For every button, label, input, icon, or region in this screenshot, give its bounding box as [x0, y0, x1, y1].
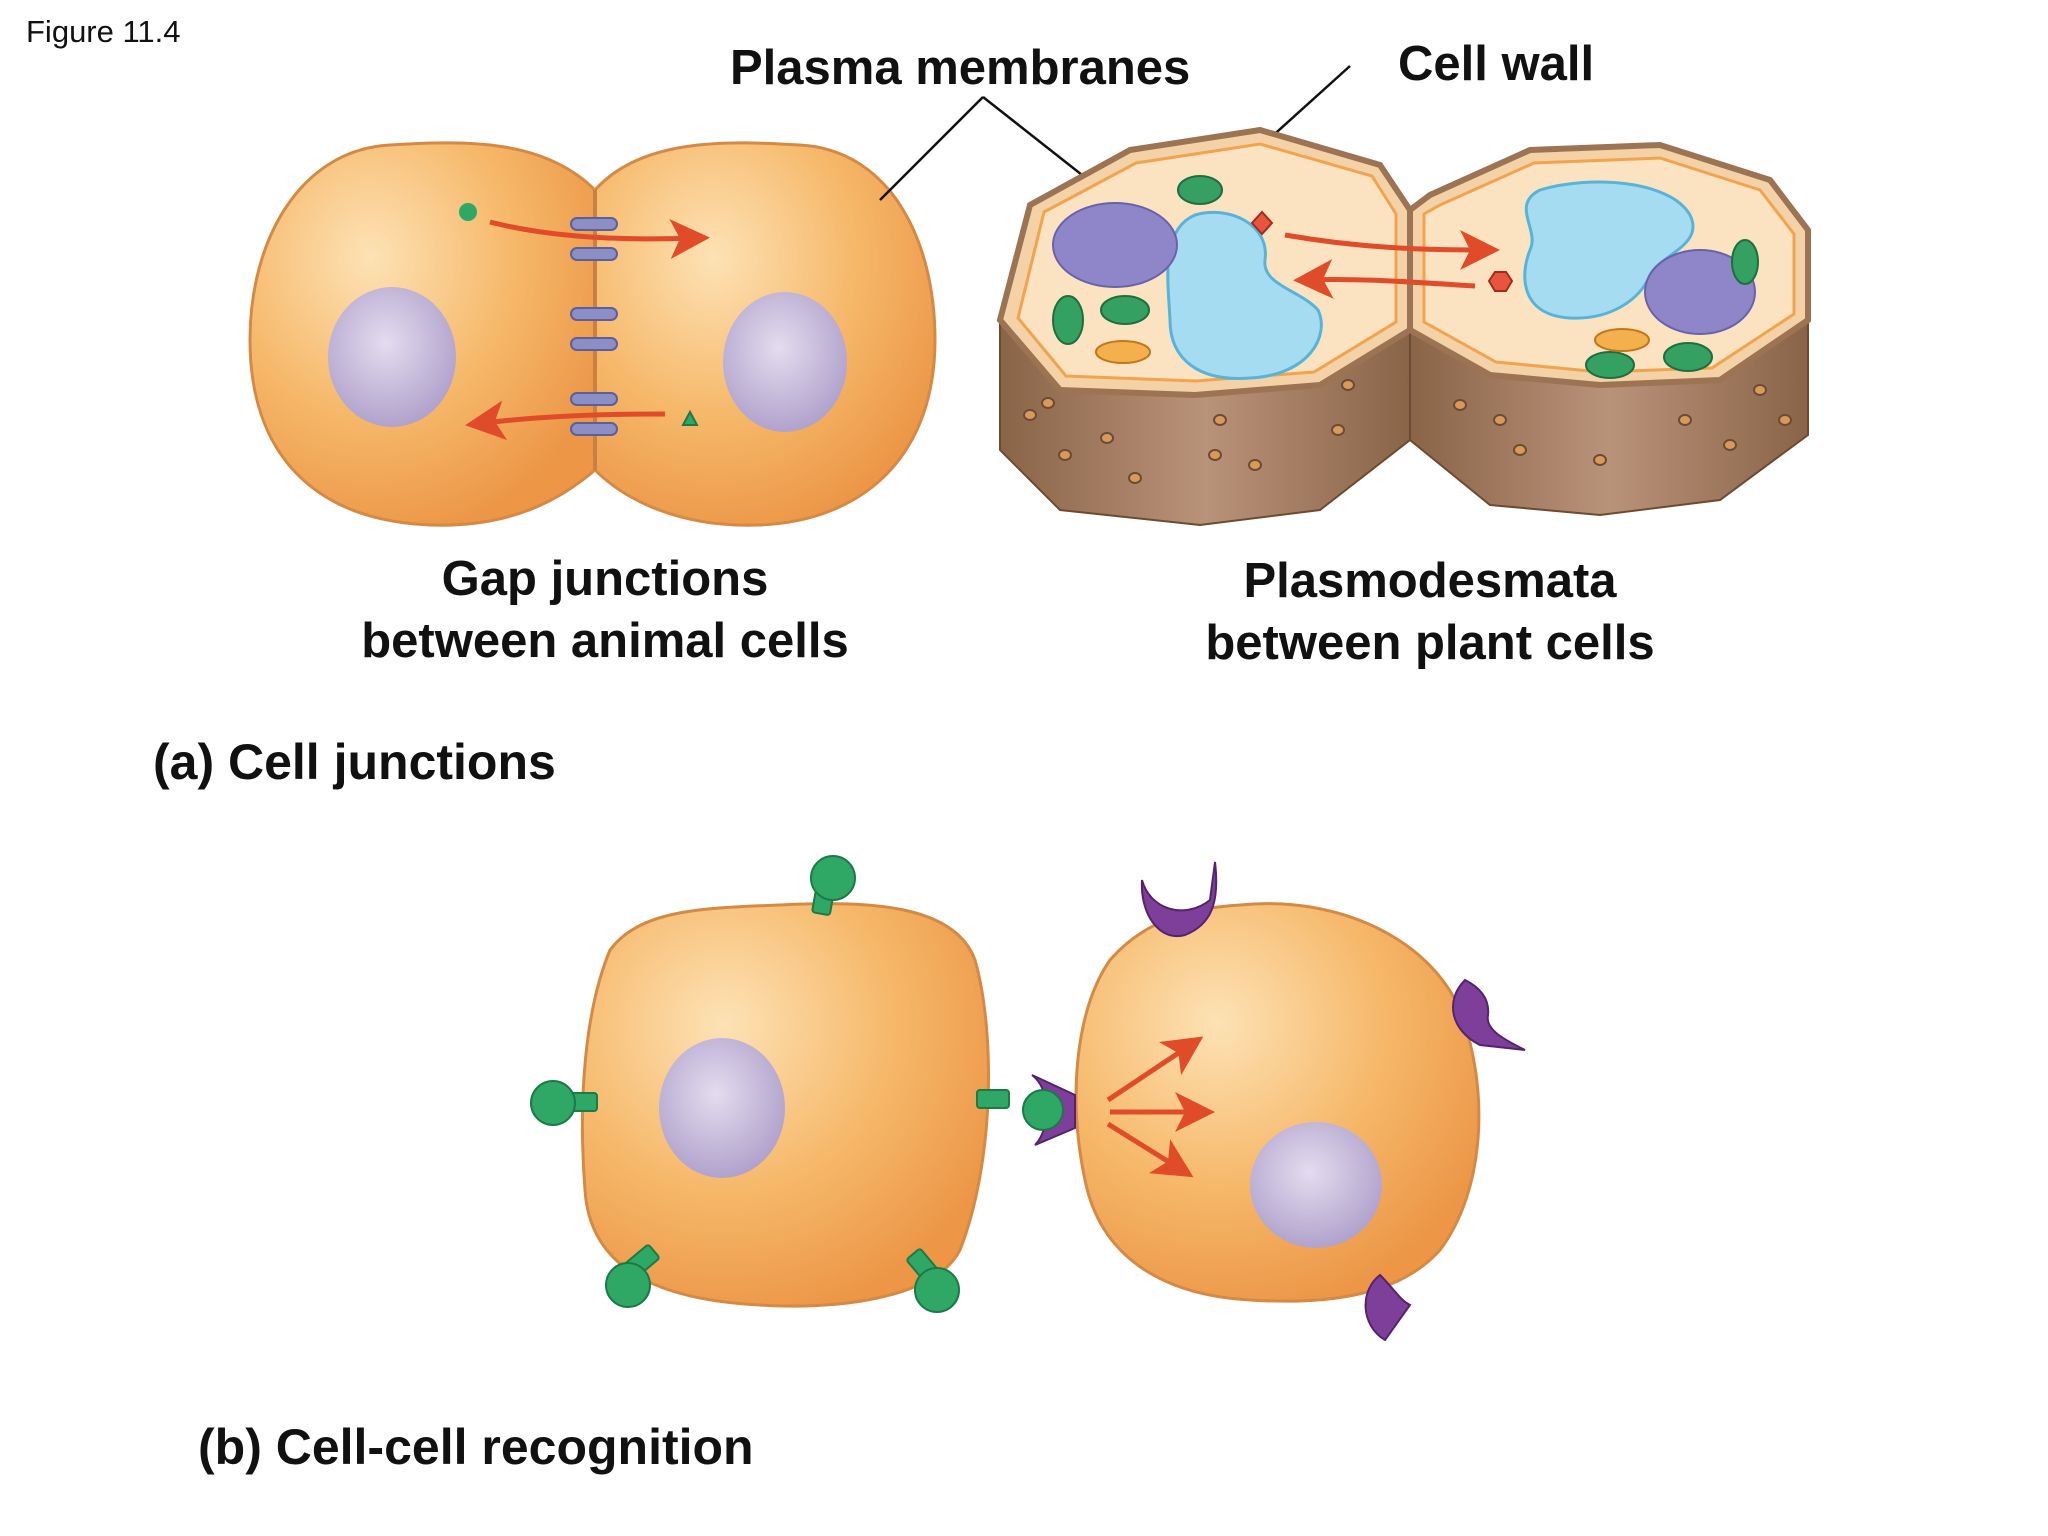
bound-marker-icon	[1022, 1089, 1064, 1131]
chloroplast-icon	[1663, 342, 1713, 372]
plasmodesmata-caption: Plasmodesmata between plant cells	[1150, 550, 1710, 674]
caption-line: Gap junctions	[441, 552, 769, 606]
plant-cell-pair	[996, 126, 1811, 527]
surface-marker-icon	[906, 1248, 960, 1313]
surface-receptor-icon	[1364, 1273, 1412, 1342]
pointer-line-membrane-animal	[879, 96, 984, 201]
surface-marker-icon	[976, 1089, 1010, 1109]
nucleus-left	[328, 287, 456, 427]
cell-wall-callout: Cell wall	[1398, 37, 1595, 91]
surface-markers	[530, 855, 1010, 1313]
section-b-title: (b) Cell-cell recognition	[198, 1419, 754, 1475]
plant-nucleus-left	[1052, 202, 1178, 288]
transfer-arrow-right	[489, 219, 710, 259]
surface-receptor-icon	[1140, 861, 1218, 938]
caption-line: Plasmodesmata	[1243, 554, 1617, 608]
transfer-arrow-left	[465, 400, 666, 441]
signal-arrows	[1106, 1036, 1215, 1178]
surface-receptor-icon	[1452, 978, 1526, 1051]
chloroplast-icon	[1052, 295, 1084, 345]
mitochondria	[1095, 328, 1650, 364]
gap-junction-channel	[570, 392, 618, 406]
vacuole-right	[1523, 180, 1695, 320]
nucleus-right	[723, 292, 847, 432]
chloroplast-icon	[1731, 239, 1759, 285]
mitochondrion-icon	[1095, 340, 1151, 364]
gap-junction-channels	[570, 217, 618, 436]
cell-body-right	[1074, 902, 1481, 1303]
transfer-arrow-right	[1284, 229, 1500, 270]
signal-arrow	[1106, 1036, 1204, 1103]
caption-line: between plant cells	[1205, 616, 1655, 670]
plasma-membranes-callout: Plasma membranes	[730, 41, 1191, 95]
pointer-line-cell-wall	[1267, 65, 1351, 141]
figure-number: Figure 11.4	[26, 14, 181, 49]
vacuole-left	[1166, 210, 1323, 380]
gap-junction-channel	[570, 422, 618, 436]
gap-junction-channel	[570, 307, 618, 321]
nucleus-right	[1250, 1122, 1382, 1248]
molecule-diamond-icon	[1250, 210, 1274, 236]
chloroplast-icon	[1100, 295, 1150, 325]
gap-junction-channel	[570, 217, 618, 231]
animal-cell-pair	[248, 141, 937, 527]
chloroplast-icon	[1585, 351, 1635, 379]
plant-nucleus-right	[1644, 249, 1756, 335]
signal-arrow	[1106, 1121, 1194, 1178]
transfer-arrow-left	[1293, 258, 1476, 299]
chloroplasts	[1052, 175, 1759, 379]
cell-body-left	[580, 902, 990, 1308]
recognition-cell-right	[1022, 861, 1526, 1342]
gap-junction-channel	[570, 247, 618, 261]
molecule-hexagon-icon	[1487, 271, 1514, 292]
section-a-title: (a) Cell junctions	[153, 734, 556, 790]
surface-receptors	[1031, 861, 1526, 1342]
surface-marker-icon	[605, 1244, 660, 1308]
plasmodesmata-pits	[1023, 379, 1792, 484]
nucleus-left	[659, 1038, 785, 1178]
molecule-circle-icon	[459, 203, 477, 221]
molecule-triangle-icon	[681, 409, 699, 426]
surface-marker-icon	[530, 1080, 598, 1126]
caption-line: between animal cells	[361, 614, 849, 668]
surface-marker-icon	[810, 855, 856, 916]
gap-junctions-caption: Gap junctions between animal cells	[325, 548, 885, 672]
mitochondrion-icon	[1594, 328, 1650, 352]
gap-junction-channel	[570, 337, 618, 351]
recognition-cell-left	[530, 855, 1010, 1313]
chloroplast-icon	[1177, 175, 1223, 205]
